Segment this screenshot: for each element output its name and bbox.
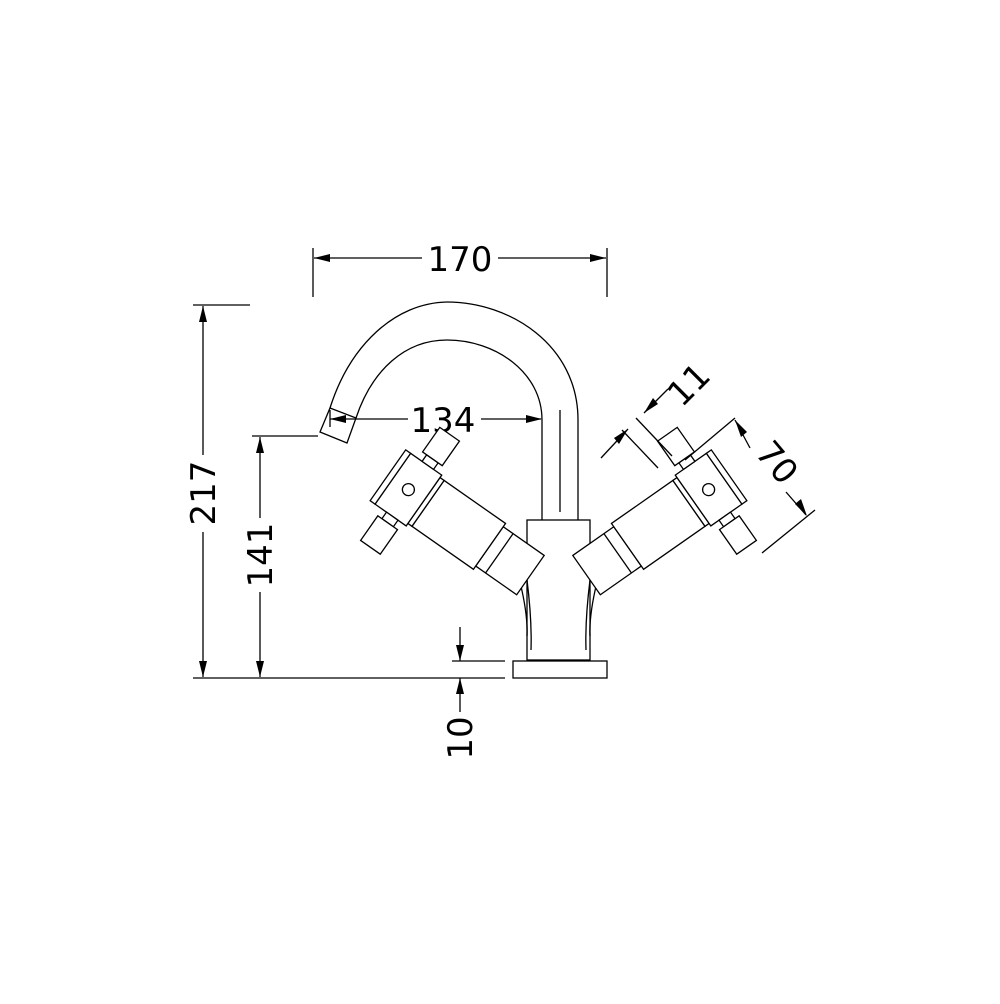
dimension-overall-width: 170 [312, 240, 608, 297]
spout [319, 301, 579, 520]
tap-base [512, 660, 608, 679]
dimension-label-141: 141 [241, 523, 281, 588]
dimension-lever-width: 11 [600, 356, 719, 469]
dimension-spout-height: 141 [241, 435, 318, 677]
dimension-label-170: 170 [428, 240, 493, 280]
dimension-base-thickness: 10 [193, 627, 505, 760]
dimension-label-11: 11 [660, 356, 719, 415]
right-handle [571, 426, 758, 596]
left-handle [359, 426, 546, 596]
dimension-label-10: 10 [441, 716, 481, 759]
dimension-label-70: 70 [747, 434, 805, 493]
dimension-label-217: 217 [184, 461, 224, 526]
dimension-overall-height: 217 [184, 304, 250, 677]
tap-body [519, 519, 598, 661]
